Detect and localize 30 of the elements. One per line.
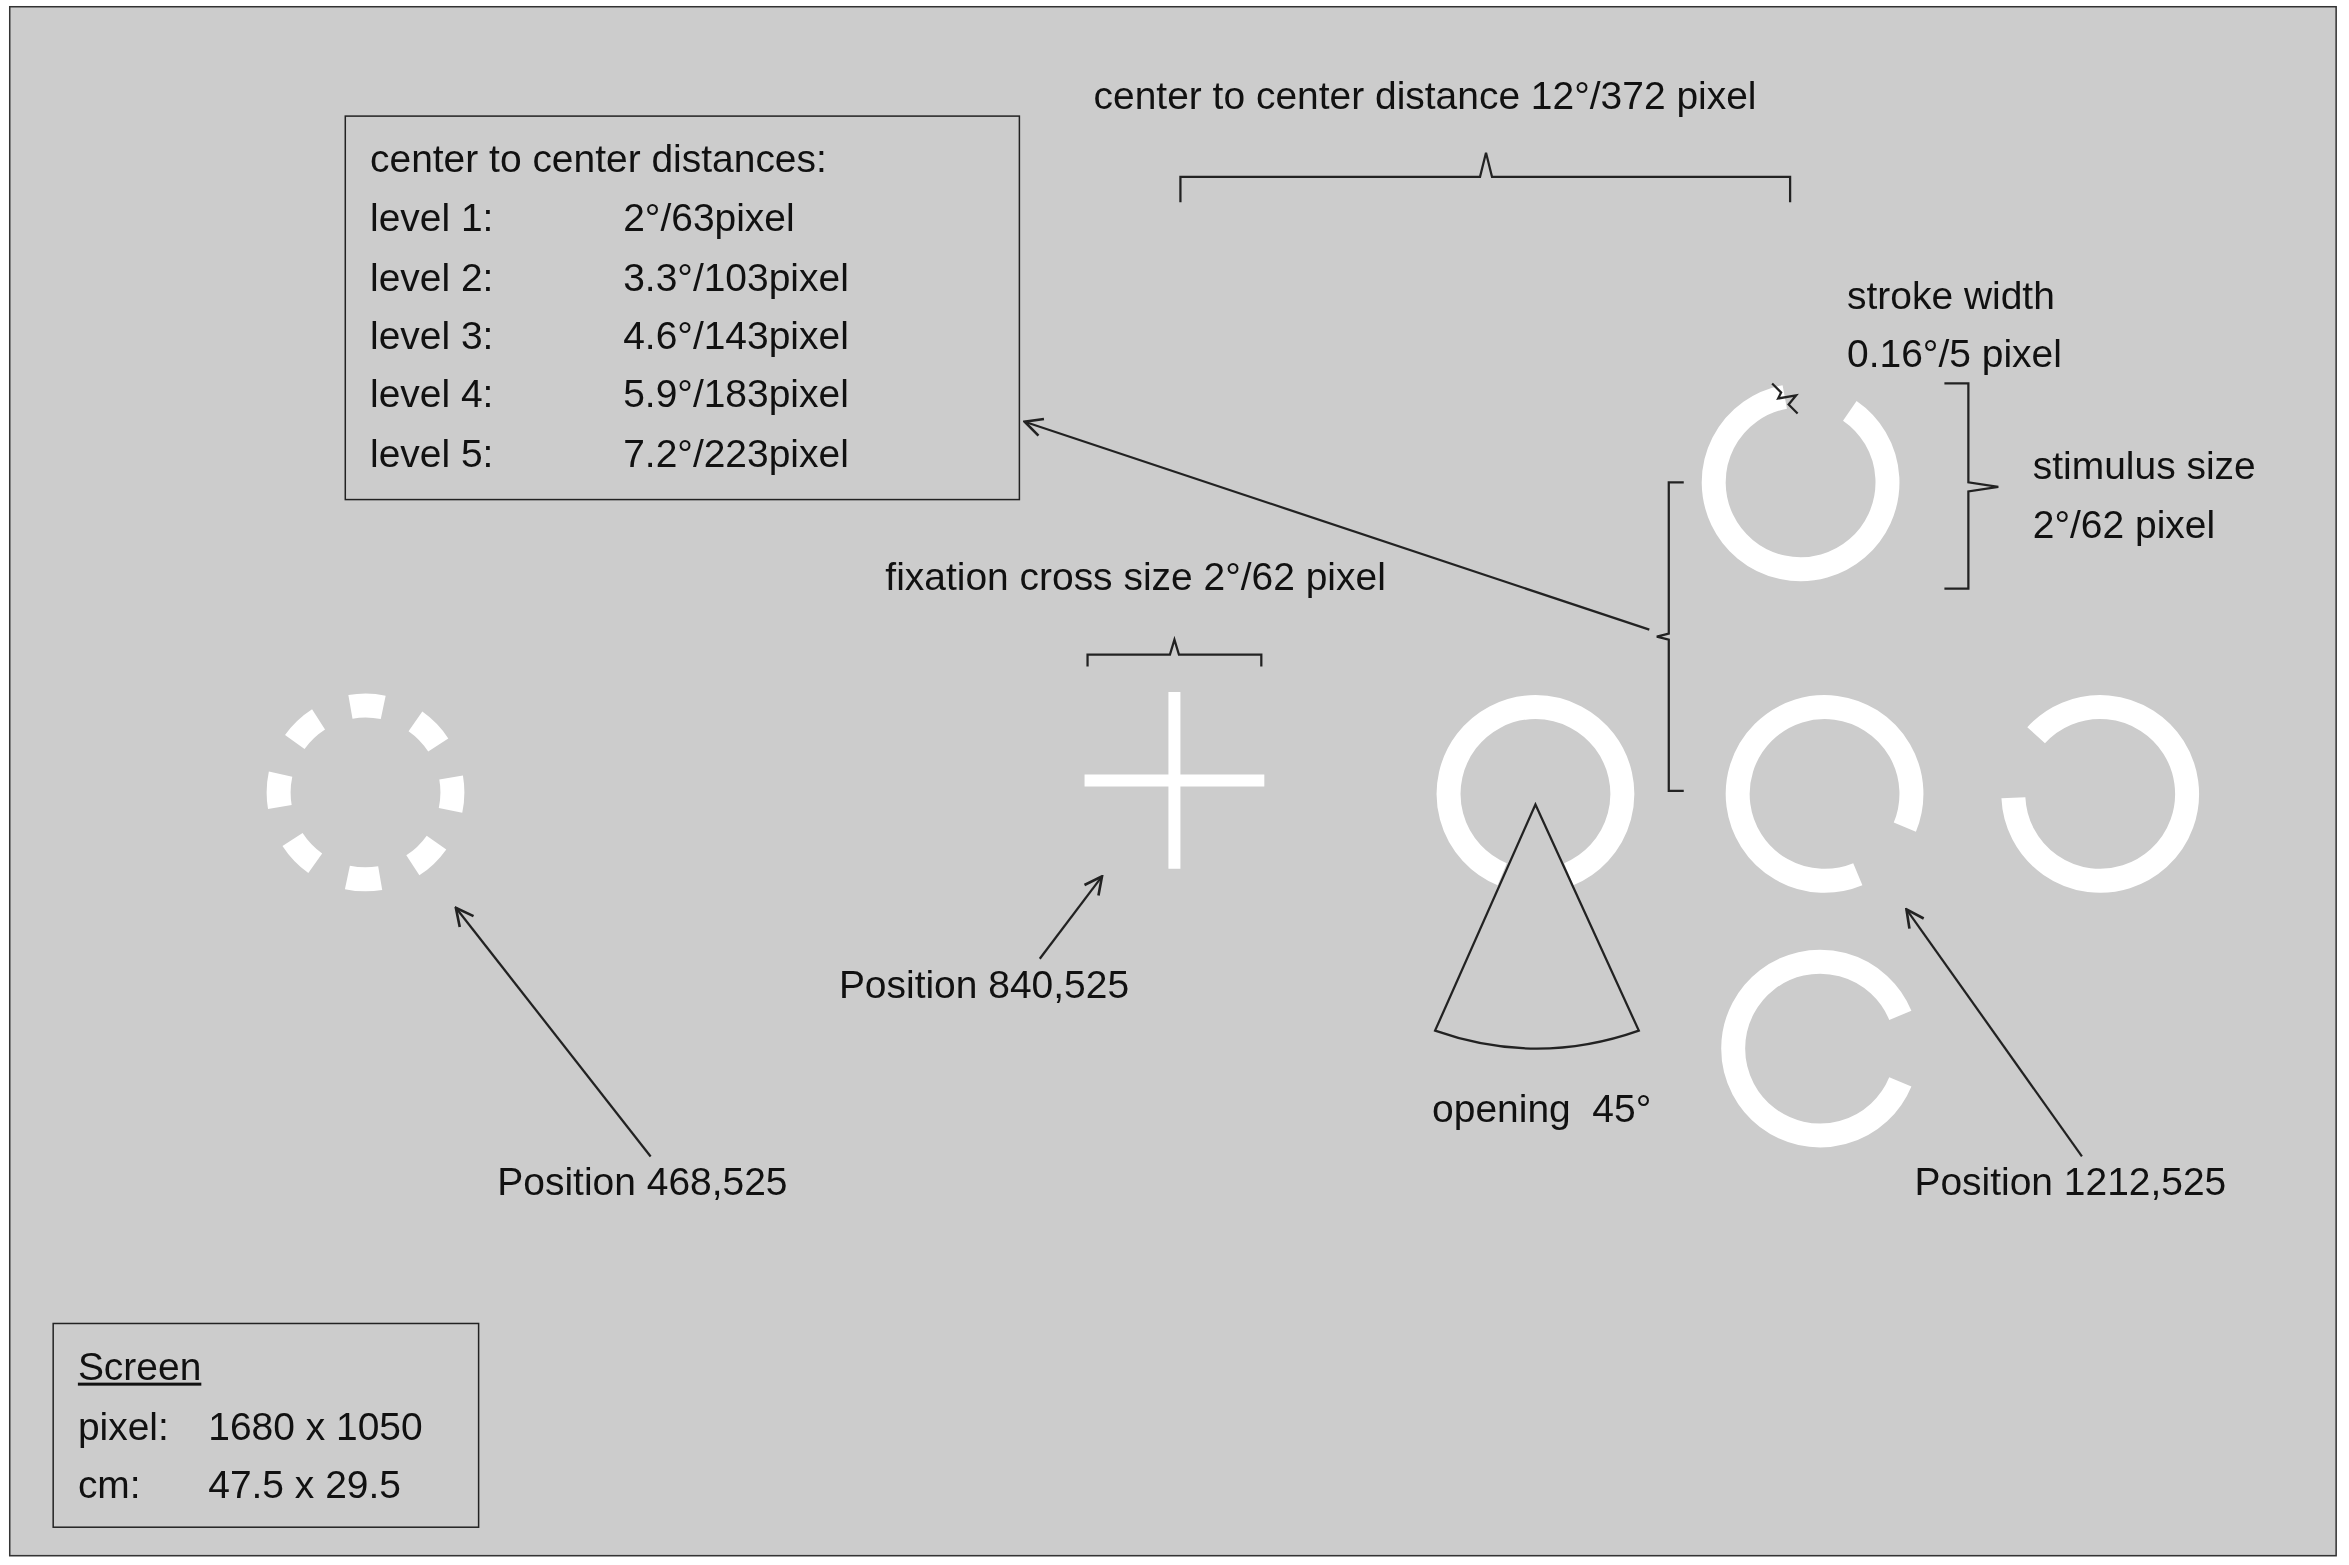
arrow	[454, 906, 652, 1158]
value-text: 47.5 x 29.5	[208, 1463, 401, 1507]
row-label: pixel:	[77, 1404, 169, 1448]
heading: Screen	[77, 1345, 202, 1389]
value-text: 3.3°/103pixel	[623, 255, 849, 299]
angle-label: opening 45°	[1432, 1087, 1652, 1131]
distance-table-box	[344, 115, 1021, 501]
dimension-label: stimulus size 2°/62 pixel	[2032, 442, 2257, 549]
value-text: 2°/63pixel	[623, 196, 795, 240]
value-text: 7.2°/223pixel	[623, 432, 849, 475]
arrow	[1023, 417, 1650, 631]
position-label: Position 840,525	[838, 963, 1130, 1007]
position-label: Position 468,525	[497, 1160, 788, 1204]
value-text: 5.9°/183pixel	[623, 373, 849, 417]
dimension-label: fixation cross size 2°/62 pixel	[885, 555, 1386, 599]
arrow	[1038, 875, 1104, 960]
dimension-label: stroke width 0.16°/5 pixel	[1847, 271, 2063, 378]
row-label: level 5:	[370, 432, 494, 475]
arrow	[1905, 908, 2083, 1158]
row-label: level 3:	[370, 314, 494, 358]
value-text: 1680 x 1050	[208, 1404, 423, 1448]
row-label: level 4:	[370, 373, 494, 417]
value-text: 4.6°/143pixel	[623, 314, 849, 358]
dimension-label: center to center distance 12°/372 pixel	[1093, 74, 1757, 118]
heading: center to center distances:	[370, 137, 827, 181]
row-label: cm:	[77, 1463, 141, 1507]
position-label: Position 1212,525	[1914, 1160, 2227, 1204]
screen-info-box	[52, 1322, 480, 1528]
row-label: level 1:	[370, 196, 494, 240]
row-label: level 2:	[370, 255, 494, 299]
